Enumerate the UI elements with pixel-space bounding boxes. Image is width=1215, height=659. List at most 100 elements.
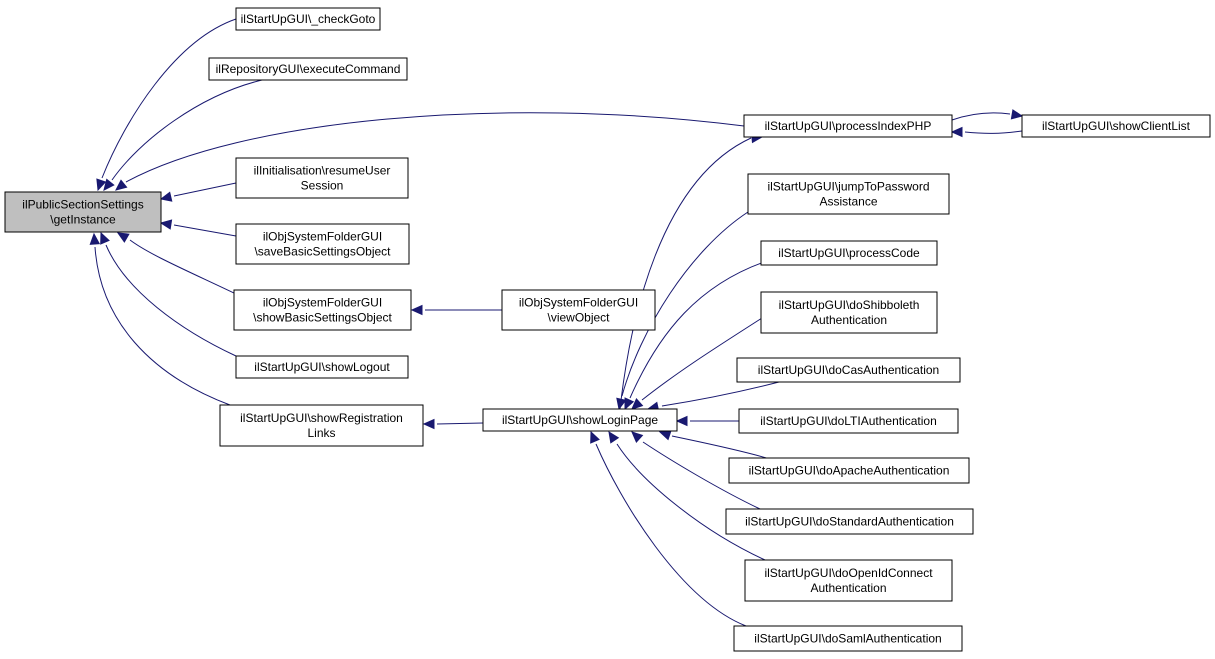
nodes-layer: ilPublicSectionSettings\getInstance ilSta… [4, 7, 1211, 652]
arrow-head-icon [115, 179, 128, 191]
node-execute-command[interactable]: ilRepositoryGUI\executeCommand [208, 57, 408, 81]
node-show-basic-settings-object[interactable]: ilObjSystemFolderGUI\showBasicSettingsOb… [233, 289, 412, 331]
edges-layer [89, 18, 1024, 627]
node-label: Authentication [810, 581, 886, 595]
node-process-code[interactable]: ilStartUpGUI\processCode [760, 240, 938, 266]
node-box [738, 408, 959, 434]
edge-line [671, 435, 771, 460]
arrow-head-icon [950, 126, 963, 138]
node-label: ilObjSystemFolderGUI [519, 296, 638, 310]
node-label: ilRepositoryGUI\executeCommand [216, 62, 401, 76]
node-box [760, 291, 938, 334]
node-label: \showBasicSettingsObject [253, 311, 392, 325]
node-box [725, 508, 974, 535]
node-label: ilStartUpGUI\showLoginPage [502, 413, 658, 427]
arrow-head-icon [422, 418, 435, 430]
node-do-cas-authentication[interactable]: ilStartUpGUI\doCasAuthentication [736, 357, 961, 383]
arrow-head-icon [608, 430, 620, 444]
node-do-open-id-connect-authentication[interactable]: ilStartUpGUI\doOpenIdConnectAuthenticati… [744, 559, 953, 602]
edge-line [642, 441, 761, 510]
node-label: ilStartUpGUI\showLogout [254, 360, 390, 374]
arrow-head-icon [410, 304, 423, 316]
node-label: ilStartUpGUI\doStandardAuthentication [745, 515, 954, 529]
node-label: Links [307, 426, 335, 440]
node-label: ilInitialisation\resumeUser [254, 164, 391, 178]
edge-line [173, 182, 237, 197]
node-box [743, 114, 953, 138]
edge-doShibbolethAuthentication-to-showLoginPage [631, 317, 763, 410]
node-box [4, 191, 162, 233]
edge-line [951, 112, 1011, 121]
node-label: ilStartUpGUI\doCasAuthentication [758, 363, 939, 377]
arrow-head-icon [616, 397, 627, 411]
edge-checkGoto-to-root [96, 18, 237, 192]
edge-showRegistrationLinks-to-root [89, 232, 231, 406]
node-do-apache-authentication[interactable]: ilStartUpGUI\doApacheAuthentication [728, 457, 970, 484]
node-label: ilStartUpGUI\doOpenIdConnect [764, 566, 933, 580]
node-do-saml-authentication[interactable]: ilStartUpGUI\doSamlAuthentication [733, 625, 963, 652]
node-box [744, 559, 953, 602]
edge-doSamlAuthentication-to-showLoginPage [590, 430, 747, 627]
arrow-head-icon [159, 219, 173, 230]
edge-doApacheAuthentication-to-showLoginPage [658, 430, 771, 460]
node-label: ilStartUpGUI\processIndexPHP [765, 119, 932, 133]
arrow-head-icon [590, 430, 600, 444]
node-box [208, 57, 408, 81]
node-show-logout[interactable]: ilStartUpGUI\showLogout [235, 355, 409, 379]
node-label: ilStartUpGUI\jumpToPassword [767, 180, 929, 194]
edge-viewObject-to-showBasicSettingsObject [410, 304, 502, 316]
node-label: ilStartUpGUI\doLTIAuthentication [760, 414, 937, 428]
node-box [733, 625, 963, 652]
edge-line [595, 443, 747, 627]
node-process-index-p-h-p[interactable]: ilStartUpGUI\processIndexPHP [743, 114, 953, 138]
arrow-head-icon [631, 398, 644, 410]
edge-line [105, 244, 237, 357]
edge-showClientList-to-processIndexPHP [950, 126, 1023, 138]
node-label: Authentication [811, 313, 887, 327]
node-box [736, 357, 961, 383]
arrow-head-icon [675, 415, 688, 427]
node-check-goto[interactable]: ilStartUpGUI\_checkGoto [235, 7, 381, 31]
node-label: ilPublicSectionSettings [22, 198, 143, 212]
edge-doLTIAuthentication-to-showLoginPage [675, 415, 739, 427]
arrow-head-icon [103, 178, 115, 191]
edge-line [661, 381, 780, 407]
node-do-standard-authentication[interactable]: ilStartUpGUI\doStandardAuthentication [725, 508, 974, 535]
arrow-head-icon [658, 430, 672, 441]
arrow-head-icon [96, 178, 107, 192]
node-label: \getInstance [50, 213, 116, 227]
edge-resumeUserSession-to-root [159, 182, 237, 202]
node-root[interactable]: ilPublicSectionSettings\getInstance [4, 191, 162, 233]
node-label: ilObjSystemFolderGUI [263, 296, 382, 310]
node-view-object[interactable]: ilObjSystemFolderGUI\viewObject [501, 289, 656, 331]
edge-doStandardAuthentication-to-showLoginPage [631, 431, 761, 510]
node-label: ilStartUpGUI\showRegistration [240, 411, 403, 425]
node-box [760, 240, 938, 266]
node-show-client-list[interactable]: ilStartUpGUI\showClientList [1021, 114, 1211, 138]
node-show-login-page[interactable]: ilStartUpGUI\showLoginPage [482, 408, 678, 432]
edge-line [111, 79, 263, 181]
edge-line [125, 112, 745, 183]
node-label: ilStartUpGUI\processCode [778, 246, 920, 260]
arrow-head-icon [631, 431, 644, 443]
arrow-head-icon [100, 231, 110, 245]
edge-line [641, 317, 763, 401]
node-label: ilObjSystemFolderGUI [263, 230, 382, 244]
node-do-l-t-i-authentication[interactable]: ilStartUpGUI\doLTIAuthentication [738, 408, 959, 434]
node-box [235, 355, 409, 379]
node-label: ilStartUpGUI\doSamlAuthentication [754, 632, 941, 646]
node-box [235, 223, 410, 265]
arrow-head-icon [116, 232, 130, 243]
node-label: \viewObject [547, 311, 610, 325]
node-label: ilStartUpGUI\doShibboleth [779, 298, 920, 312]
edge-doCasAuthentication-to-showLoginPage [646, 381, 780, 412]
node-save-basic-settings-object[interactable]: ilObjSystemFolderGUI\saveBasicSettingsOb… [235, 223, 410, 265]
edge-processIndexPHP-to-root [115, 112, 745, 191]
node-box [235, 7, 381, 31]
node-box [1021, 114, 1211, 138]
